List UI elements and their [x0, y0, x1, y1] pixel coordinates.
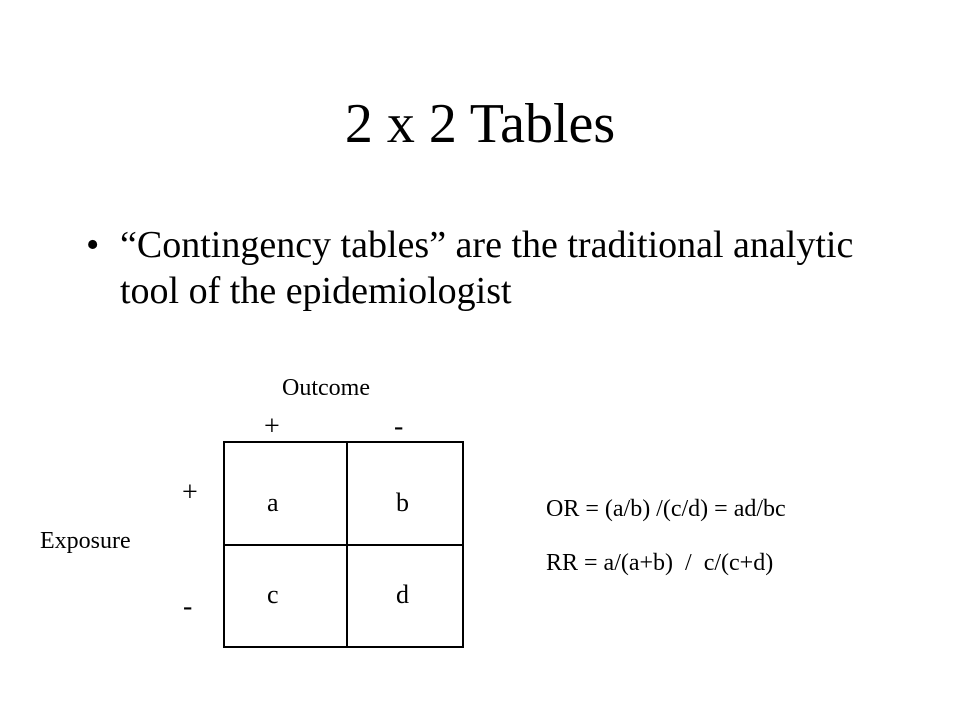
outcome-positive-header: +: [264, 411, 280, 442]
contingency-table: a b c d: [223, 441, 464, 648]
exposure-label: Exposure: [40, 528, 131, 554]
outcome-label: Outcome: [282, 375, 370, 401]
table-cell-b: b: [396, 488, 409, 517]
slide-title: 2 x 2 Tables: [344, 93, 616, 155]
table-divider-horizontal: [225, 544, 462, 546]
outcome-negative-header: -: [394, 411, 404, 442]
table-cell-d: d: [396, 580, 409, 609]
bullet-marker: •: [86, 224, 100, 266]
table-cell-c: c: [267, 580, 279, 609]
odds-ratio-formula: OR = (a/b) /(c/d) = ad/bc: [546, 496, 786, 522]
exposure-positive-header: +: [182, 477, 198, 508]
bullet-text: “Contingency tables” are the traditional…: [120, 224, 854, 312]
exposure-negative-header: -: [183, 591, 193, 622]
table-cell-a: a: [267, 488, 279, 517]
relative-risk-formula: RR = a/(a+b) / c/(c+d): [546, 550, 774, 576]
